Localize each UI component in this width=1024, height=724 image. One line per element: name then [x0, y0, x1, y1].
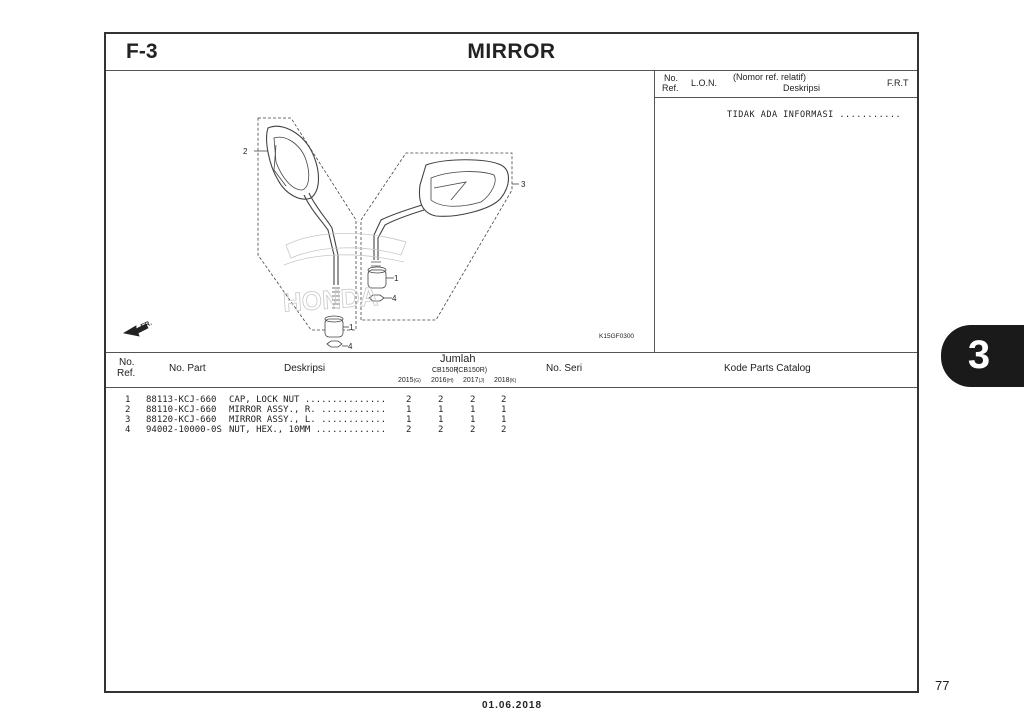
col-no: No.: [119, 357, 135, 368]
callout-1-left: 1: [349, 323, 354, 332]
col-model1: CB150R: [432, 367, 459, 374]
parts-table-body: 1 88113-KCJ-660 CAP, LOCK NUT ..........…: [106, 395, 917, 435]
footer-date: 01.06.2018: [481, 700, 543, 711]
table-row: 1 88113-KCJ-660 CAP, LOCK NUT ..........…: [125, 395, 507, 405]
info-col-deskripsi: Deskripsi: [783, 83, 821, 93]
col-seri: No. Seri: [546, 363, 583, 374]
col-part: No. Part: [169, 363, 206, 374]
info-col-no: No.: [664, 73, 679, 83]
col-catalog: Kode Parts Catalog: [724, 363, 811, 374]
col-model2: (CB150R): [456, 367, 488, 374]
mirror-diagram-svg: HONDA 2 3 1 4 1 4 FR.: [122, 117, 526, 351]
section-code: F-3: [126, 40, 158, 63]
info-col-frt: F.R.T: [887, 78, 909, 88]
parts-table-header: No. Ref. No. Part Deskripsi Jumlah CB150…: [106, 352, 917, 388]
info-text: TIDAK ADA INFORMASI ...........: [727, 110, 902, 120]
page-title: MIRROR: [467, 40, 556, 63]
col-year-2018: 2018(K): [494, 377, 517, 384]
callout-3: 3: [521, 180, 526, 189]
honda-watermark: HONDA: [282, 281, 379, 318]
info-col-nomor: (Nomor ref. relatif): [733, 72, 807, 82]
info-col-ref: Ref.: [662, 83, 679, 93]
table-row: 2 88110-KCJ-660 MIRROR ASSY., R. .......…: [125, 405, 507, 415]
callout-1-right: 1: [394, 274, 399, 283]
section-tab-number: 3: [967, 333, 991, 377]
col-year-2015: 2015(G): [398, 377, 421, 384]
callout-4-left: 4: [348, 342, 353, 351]
parts-diagram: HONDA 2 3 1 4 1 4 FR. K15GF0300: [106, 70, 655, 352]
catalog-page-frame: F-3 MIRROR: [104, 32, 919, 693]
col-jumlah: Jumlah: [440, 353, 476, 365]
info-col-lon: L.O.N.: [691, 78, 718, 88]
col-year-2016: 2016(H): [431, 377, 454, 384]
diagram-code: K15GF0300: [599, 333, 635, 340]
section-tab: 3: [941, 325, 1024, 387]
info-panel: No. Ref. L.O.N. (Nomor ref. relatif) Des…: [655, 70, 917, 352]
front-label: FR.: [140, 320, 153, 331]
page-number: 77: [935, 678, 950, 693]
table-row: 4 94002-10000-0S NUT, HEX., 10MM .......…: [125, 425, 507, 435]
col-ref: Ref.: [117, 368, 136, 379]
table-row: 3 88120-KCJ-660 MIRROR ASSY., L. .......…: [125, 415, 507, 425]
page-header: F-3 MIRROR: [106, 34, 917, 71]
callout-2: 2: [243, 147, 248, 156]
col-deskripsi: Deskripsi: [284, 363, 326, 374]
info-panel-header: No. Ref. L.O.N. (Nomor ref. relatif) Des…: [655, 70, 917, 98]
col-year-2017: 2017(J): [463, 377, 485, 384]
callout-4-right: 4: [392, 294, 397, 303]
